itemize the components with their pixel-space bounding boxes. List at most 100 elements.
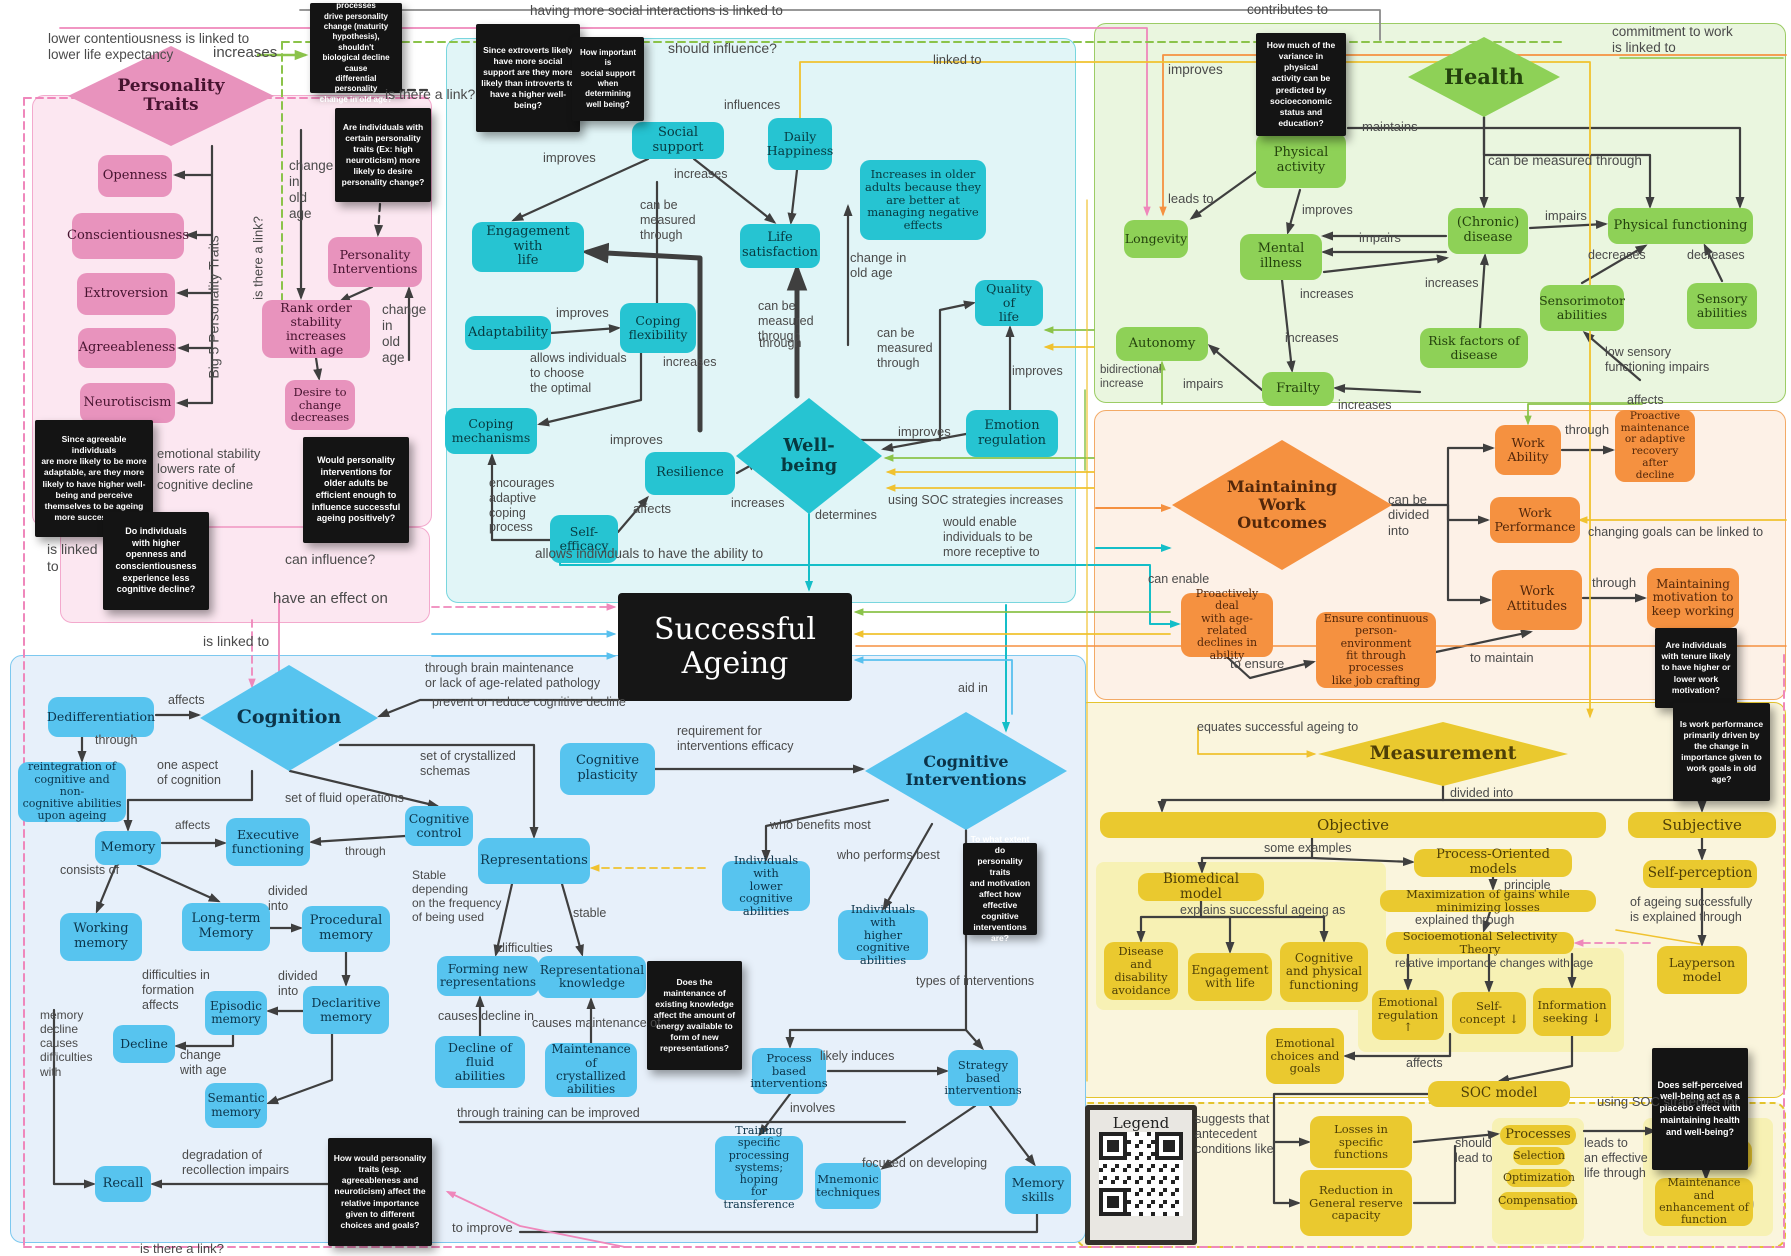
edge-label-can-enable[interactable]: can enable [1148, 572, 1210, 586]
edge-label-can-influence[interactable]: can influence? [285, 551, 376, 567]
maintaining-motivation-to-keep-working-node[interactable]: Maintaining motivation to keep working [1647, 568, 1739, 628]
edge-label-aid-in[interactable]: aid in [958, 681, 988, 695]
subjective-node[interactable]: Subjective [1628, 812, 1776, 838]
edge-label-should-influence[interactable]: should influence? [668, 40, 777, 56]
edge-label-improves[interactable]: improves [1168, 62, 1223, 77]
edge-label-through-brain-maintenance-or-lack-of-age-r[interactable]: through brain maintenance or lack of age… [425, 661, 601, 690]
edge-label-influences[interactable]: influences [724, 98, 781, 112]
edge-label-emotional-stability-lowers-rate-of-cogniti[interactable]: emotional stability lowers rate of cogni… [157, 446, 261, 492]
how-much-of-the-variance-in-physical-activ-note[interactable]: How much of the variance in physical act… [1256, 33, 1346, 136]
cognitive-plasticity-node[interactable]: Cognitive plasticity [560, 743, 655, 795]
self-perception-node[interactable]: Self-perception [1643, 860, 1757, 888]
edge-label-increases[interactable]: increases [1300, 287, 1354, 301]
edge-label-degradation-of-recollection-impairs[interactable]: degradation of recollection impairs [182, 1148, 289, 1177]
edge-label-affects[interactable]: affects [1627, 393, 1664, 407]
longevity-node[interactable]: Longevity [1124, 220, 1188, 258]
socioemotional-selectivity-theory-node[interactable]: Socioemotional Selectivity Theory [1386, 930, 1574, 955]
edge-label-set-of-crystallized-schemas[interactable]: set of crystallized schemas [420, 749, 516, 778]
coping-flexibility-node[interactable]: Coping flexibility [620, 303, 696, 353]
ensure-continuous-person-environment-fit-t-node[interactable]: Ensure continuous person-environment fit… [1316, 612, 1436, 688]
memory-node[interactable]: Memory [95, 831, 161, 865]
extroversion-node[interactable]: Extroversion [77, 273, 175, 315]
executive-functioning-node[interactable]: Executive functioning [226, 818, 310, 866]
daily-happiness-node[interactable]: Daily Happiness [767, 118, 833, 170]
maintenance-of-crystallized-abilities-node[interactable]: Maintenance of crystallized abilities [545, 1042, 637, 1097]
does-self-perceived-well-being-act-as-a-pl-note[interactable]: Does self-perceived well-being act as a … [1652, 1048, 1748, 1170]
engagement-with-life-node[interactable]: Engagement with life [1188, 953, 1272, 1001]
edge-label-divided-into[interactable]: divided into [1450, 786, 1514, 800]
disease-and-disability-avoidance-node[interactable]: Disease and disability avoidance [1104, 942, 1178, 1000]
edge-label-equates-successful-ageing-to[interactable]: equates successful ageing to [1197, 720, 1359, 734]
is-work-performance-primarily-driven-by-th-note[interactable]: Is work performance primarily driven by … [1673, 703, 1770, 801]
agreeableness-node[interactable]: Agreeableness [78, 328, 176, 368]
edge-label-is-there-a-link[interactable]: is there a link? [140, 1241, 224, 1256]
since-extroverts-likely-have-more-social-s-note[interactable]: Since extroverts likely have more social… [476, 24, 580, 132]
edge-label-is-there-a-link[interactable]: is there a link? [250, 216, 266, 300]
autonomy-node[interactable]: Autonomy [1116, 327, 1208, 361]
are-individuals-with-certain-personality-t-note[interactable]: Are individuals with certain personality… [335, 108, 431, 202]
edge-label-explains-successful-ageing-as[interactable]: explains successful ageing as [1180, 903, 1346, 917]
edge-label-affects[interactable]: affects [175, 818, 211, 832]
declaritive-memory-node[interactable]: Declaritive memory [303, 986, 389, 1034]
frailty-node[interactable]: Frailty [1262, 372, 1334, 406]
edge-label-causes-maintenance-of[interactable]: causes maintenance of [532, 1016, 661, 1030]
edge-label-low-sensory-functioning-impairs[interactable]: low sensory functioning impairs [1605, 345, 1710, 374]
to-what-extent-do-personality-traits-and-m-note[interactable]: To what extent do personality traits and… [963, 834, 1037, 943]
edge-label-leads-to[interactable]: leads to [1168, 191, 1214, 206]
neurotiscism-node[interactable]: Neurotiscism [80, 383, 175, 423]
work-performance-node[interactable]: Work Performance [1490, 497, 1580, 543]
edge-label-change-in-old-age[interactable]: change in old age [850, 250, 907, 281]
objective-node[interactable]: Objective [1100, 812, 1606, 838]
edge-label-to-maintain[interactable]: to maintain [1470, 650, 1534, 665]
memory-skills-node[interactable]: Memory skills [1005, 1166, 1071, 1214]
edge-label-maintains[interactable]: maintains [1362, 119, 1418, 134]
soc-model-node[interactable]: SOC model [1428, 1081, 1570, 1107]
optimization-node[interactable]: Optimization [1503, 1169, 1575, 1187]
strategy-based-interventions-node[interactable]: Strategy based interventions [944, 1050, 1022, 1106]
edge-label-memory-decline-causes-difficulties-with[interactable]: memory decline causes difficulties with [40, 1008, 93, 1079]
training-specific-processing-systems-hopin-node[interactable]: Training specific processing systems; ho… [715, 1124, 803, 1210]
representations-node[interactable]: Representations [478, 838, 590, 884]
how-important-is-social-support-when-deter-note[interactable]: How important is social support when det… [572, 37, 644, 121]
work-attitudes-node[interactable]: Work Attitudes [1492, 570, 1582, 630]
layperson-model-node[interactable]: Layperson model [1657, 946, 1747, 994]
edge-label-bidirectional-increase[interactable]: bidirectional increase [1100, 364, 1162, 390]
edge-label-principle[interactable]: principle [1504, 878, 1551, 892]
emotion-regulation-node[interactable]: Emotion regulation [966, 410, 1058, 457]
edge-label-improves[interactable]: improves [543, 150, 596, 165]
edge-label-impairs[interactable]: impairs [1545, 208, 1587, 223]
edge-label-consists-of[interactable]: consists of [60, 863, 120, 877]
decline-of-fluid-abilities-node[interactable]: Decline of fluid abilities [435, 1036, 525, 1088]
procedural-memory-node[interactable]: Procedural memory [302, 906, 390, 952]
edge-label-some-examples[interactable]: some examples [1264, 841, 1352, 855]
would-personality-interventions-for-older--note[interactable]: Would personality interventions for olde… [303, 437, 409, 543]
reduction-in-general-reserve-capacity-node[interactable]: Reduction in General reserve capacity [1300, 1170, 1412, 1236]
desire-to-change-decreases-node[interactable]: Desire to change decreases [285, 380, 355, 430]
edge-label-can-be-measured-through[interactable]: can be measured through [758, 299, 814, 343]
self-concept-node[interactable]: Self-concept ↓ [1452, 992, 1526, 1034]
edge-label-change-in-old-age[interactable]: change in old age [289, 158, 334, 221]
edge-label-divided-into[interactable]: divided into [268, 884, 308, 913]
quality-of-life-node[interactable]: Quality of life [975, 280, 1043, 326]
decline-node[interactable]: Decline [113, 1025, 175, 1063]
edge-label-increases[interactable]: increases [1285, 331, 1339, 345]
representational-knowledge-node[interactable]: Representational knowledge [538, 956, 646, 998]
edge-label-affects[interactable]: affects [168, 693, 205, 707]
edge-label-big-5-personality-traits[interactable]: Big 5 Personality Traits [205, 235, 222, 379]
risk-factors-of-disease-node[interactable]: Risk factors of disease [1420, 328, 1528, 368]
individuals-with-higher-cognitive-abilitie-node[interactable]: Individuals with higher cognitive abilit… [838, 902, 928, 967]
edge-label-using-soc-strategies-increases[interactable]: using SOC strategies increases [888, 493, 1064, 507]
edge-label-through[interactable]: through [759, 336, 802, 350]
mental-illness-node[interactable]: Mental illness [1240, 234, 1322, 280]
edge-label-changing-goals-can-be-linked-to[interactable]: changing goals can be linked to [1588, 525, 1764, 539]
edge-label-explained-through[interactable]: explained through [1415, 913, 1515, 927]
edge-label-lower-contentiousness-is-linked-to-lower-l[interactable]: lower contentiousness is linked to lower… [48, 31, 250, 62]
edge-label-of-ageing-successfully-is-explained-throug[interactable]: of ageing successfully is explained thro… [1630, 895, 1753, 924]
edge-label-who-performs-best[interactable]: who performs best [837, 848, 940, 862]
edge-label-allows-individuals-to-choose-the-optimal[interactable]: allows individuals to choose the optimal [530, 351, 627, 395]
edge-label-can-be-divided-into[interactable]: can be divided into [1388, 492, 1430, 538]
edge-label-can-be-measured-through[interactable]: can be measured through [640, 198, 696, 242]
forming-new-representations-node[interactable]: Forming new representations [437, 956, 539, 996]
edge-label-one-aspect-of-cognition[interactable]: one aspect of cognition [157, 758, 221, 787]
cognitive-and-physical-functioning-node[interactable]: Cognitive and physical functioning [1280, 942, 1368, 1002]
